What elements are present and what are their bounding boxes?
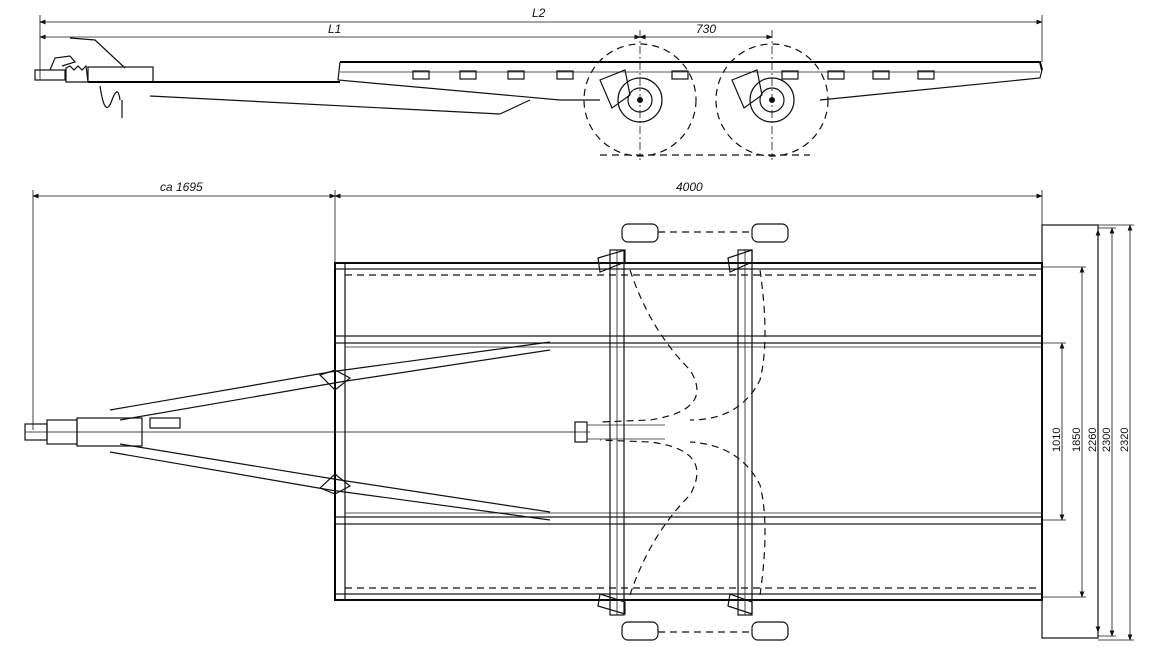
dimension-label-l1: L1 — [328, 22, 341, 36]
top-view: ca 1695 4000 — [24, 180, 1134, 641]
top-wheels — [597, 223, 789, 641]
width-dimensions: 1010 1850 2260 2300 2320 — [1042, 224, 1134, 641]
side-wheel-rear — [715, 43, 829, 157]
dimension-label-1850: 1850 — [1071, 428, 1083, 452]
dimension-label-2260: 2260 — [1087, 428, 1099, 452]
top-coupler — [24, 417, 181, 447]
brake-cables — [599, 269, 766, 596]
dimension-label-4000: 4000 — [676, 180, 703, 194]
dimension-label-730: 730 — [696, 22, 716, 36]
dimension-label-l2: L2 — [532, 6, 546, 20]
side-wheel-front — [583, 43, 697, 157]
dimension-label-1010: 1010 — [1051, 428, 1063, 452]
longitudinal-beams — [334, 262, 1043, 601]
side-view: L2 L1 730 — [34, 6, 1043, 160]
dimension-label-drawbar: ca 1695 — [160, 180, 203, 194]
dimension-label-2320: 2320 — [1119, 428, 1131, 452]
side-coupler — [34, 37, 154, 118]
dimension-label-2300: 2300 — [1101, 428, 1113, 452]
frame-holes — [412, 70, 935, 80]
